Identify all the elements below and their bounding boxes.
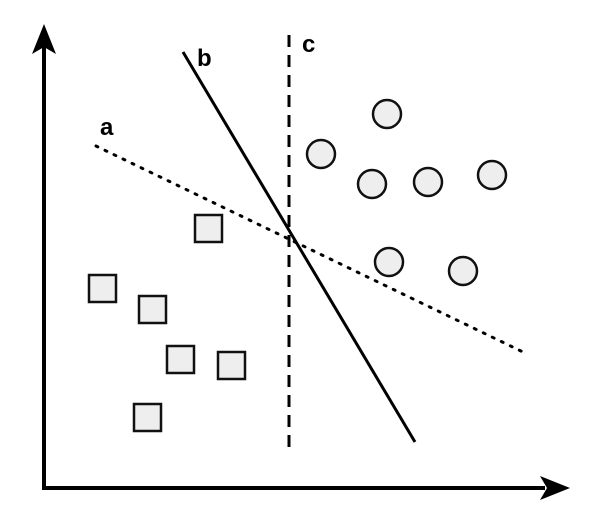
circle-marker bbox=[371, 98, 403, 130]
squares-group bbox=[87, 213, 247, 433]
square-marker bbox=[132, 402, 163, 433]
square-marker bbox=[87, 273, 118, 304]
label-b: b bbox=[197, 45, 212, 72]
circle-marker bbox=[305, 138, 337, 170]
square-marker bbox=[216, 350, 247, 381]
circle-marker bbox=[373, 246, 405, 278]
circles-group bbox=[305, 98, 508, 287]
circle-marker bbox=[447, 255, 479, 287]
square-marker bbox=[165, 344, 196, 375]
circle-marker bbox=[476, 159, 508, 191]
line-a-dotted bbox=[94, 144, 525, 354]
circle-marker bbox=[356, 168, 388, 200]
square-marker bbox=[137, 294, 168, 325]
circle-marker bbox=[412, 166, 444, 198]
y-axis-arrowhead bbox=[32, 24, 56, 54]
square-marker bbox=[193, 213, 224, 244]
x-axis-arrowhead bbox=[540, 476, 570, 500]
label-c: c bbox=[302, 31, 315, 58]
line-b-solid bbox=[181, 51, 417, 443]
label-a: a bbox=[100, 114, 114, 141]
